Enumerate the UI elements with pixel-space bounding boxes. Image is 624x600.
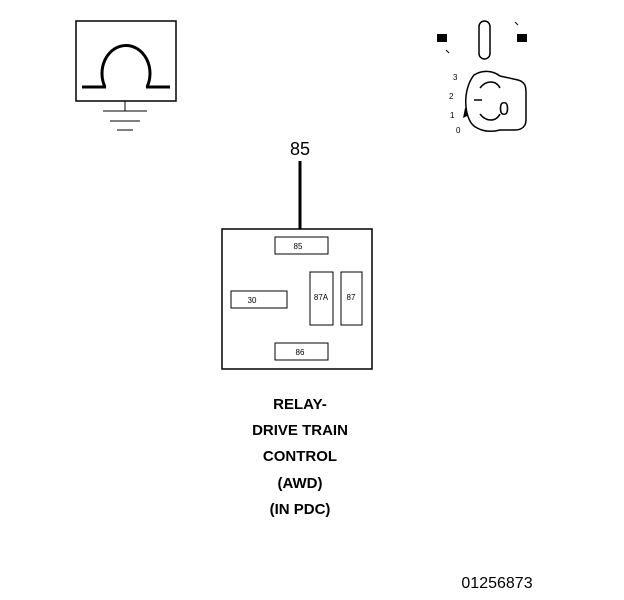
relay: 85 30 87A 87 86 [221, 228, 373, 370]
relay-pin-86 [274, 342, 329, 361]
document-id: 01256873 [461, 575, 532, 592]
relay-title-line-4: (AWD) [278, 475, 323, 492]
ignition-position-1: 1 [450, 111, 455, 120]
relay-title-line-5: (IN PDC) [270, 501, 331, 518]
probe-lead: 85 [290, 139, 310, 242]
ignition-position-0: 0 [456, 126, 461, 135]
relay-pin-87 [340, 271, 363, 326]
key-slot-right [517, 34, 527, 42]
key-label: 0 [499, 99, 509, 119]
ignition-switch: 3 2 1 0 0 [437, 20, 527, 135]
relay-pin-87a [309, 271, 334, 326]
ignition-position-2: 2 [449, 92, 454, 101]
ohmmeter-box [75, 20, 177, 102]
probe-terminal-label: 85 [290, 139, 310, 159]
relay-title-line-3: CONTROL [263, 448, 337, 465]
relay-title-line-1: RELAY- [273, 396, 327, 413]
key-slot-left [437, 34, 447, 42]
key-slot-vertical [478, 20, 491, 60]
ignition-position-3: 3 [453, 73, 458, 82]
relay-pin-30-label: 30 [248, 296, 257, 305]
relay-title: RELAY- DRIVE TRAIN CONTROL (AWD) (IN PDC… [252, 396, 348, 518]
relay-pin-87a-label: 87A [314, 293, 329, 302]
ohmmeter [75, 20, 177, 131]
relay-pin-30 [230, 290, 288, 309]
relay-pin-87-label: 87 [347, 293, 356, 302]
relay-pin-85 [274, 236, 329, 255]
relay-title-line-2: DRIVE TRAIN [252, 422, 348, 439]
ignition-key-icon [465, 70, 527, 132]
relay-pin-85-label: 85 [294, 242, 303, 251]
relay-pin-86-label: 86 [296, 348, 305, 357]
ohm-symbol-icon [100, 44, 152, 88]
